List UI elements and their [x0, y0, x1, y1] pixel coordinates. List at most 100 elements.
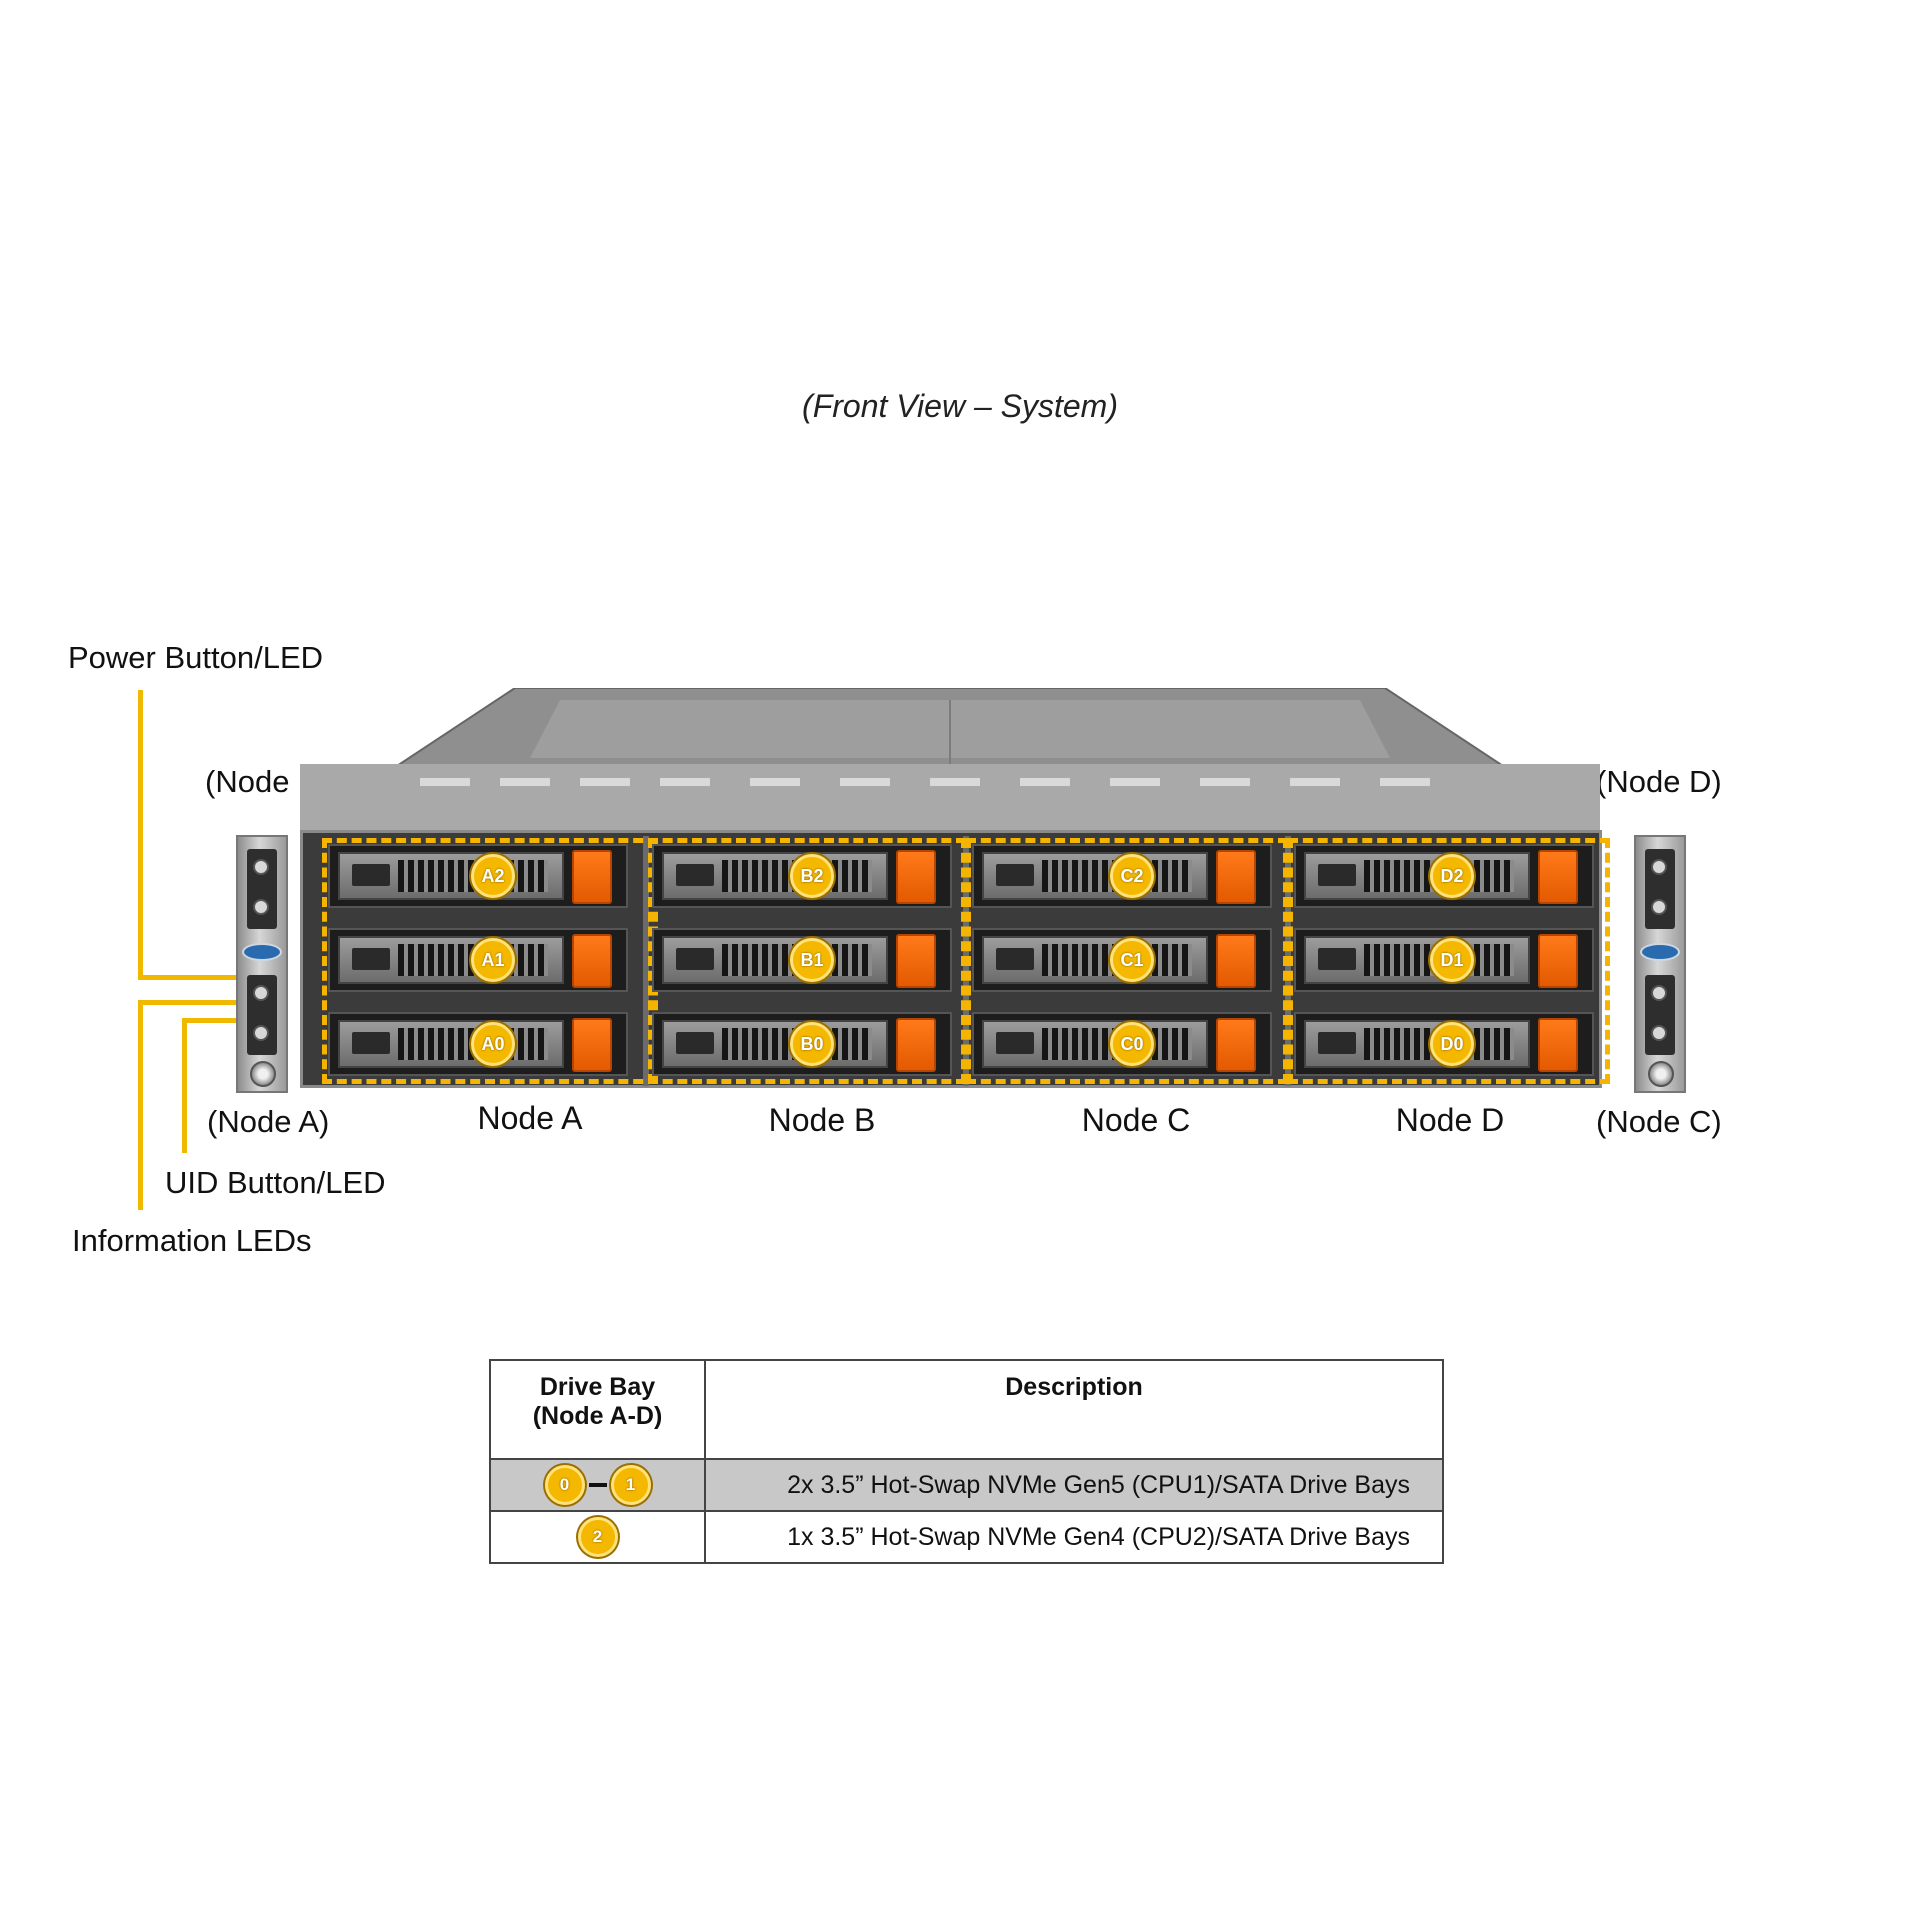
node-b-power-button-icon[interactable]	[253, 859, 269, 875]
drive-release-latch[interactable]	[1216, 850, 1256, 904]
power-callout-line-h	[138, 975, 258, 980]
legend-header-row: Drive Bay (Node A-D) Description	[489, 1359, 1444, 1460]
ear-label-node-a: (Node A)	[207, 1104, 330, 1139]
tray-handle	[1318, 948, 1356, 970]
drive-bay-c2[interactable]	[972, 844, 1272, 908]
drive-tray	[982, 936, 1208, 984]
drive-bay-c1[interactable]	[972, 928, 1272, 992]
drive-tray	[662, 1020, 888, 1068]
drive-release-latch[interactable]	[572, 1018, 612, 1072]
right-ear-top-panel	[1645, 849, 1675, 929]
header-bay-line2: (Node A-D)	[532, 1402, 663, 1430]
tray-handle	[352, 948, 390, 970]
header-bay-line1: Drive Bay	[539, 1373, 656, 1401]
drive-release-latch[interactable]	[1538, 1018, 1578, 1072]
info-callout-line	[138, 1000, 143, 1210]
bay-badge-b0: B0	[790, 1022, 834, 1066]
node-d-uid-button-icon[interactable]	[1651, 899, 1667, 915]
drive-release-latch[interactable]	[572, 934, 612, 988]
drive-release-latch[interactable]	[1216, 934, 1256, 988]
drive-bay-b0[interactable]	[652, 1012, 952, 1076]
tray-handle	[1318, 864, 1356, 886]
drive-release-latch[interactable]	[572, 850, 612, 904]
tray-handle	[1318, 1032, 1356, 1054]
bay-badge-a0: A0	[471, 1022, 515, 1066]
bay-badge-c0: C0	[1110, 1022, 1154, 1066]
tray-handle	[676, 948, 714, 970]
bay-badge-1: 1	[610, 1465, 651, 1505]
node-d-power-button-icon[interactable]	[1651, 859, 1667, 875]
legend-bay-cell: 2	[489, 1510, 706, 1564]
chassis-top-cover	[300, 688, 1600, 831]
drive-tray	[662, 852, 888, 900]
figure-caption: (Front View – System)	[802, 388, 1118, 424]
right-control-ear	[1634, 835, 1686, 1093]
power-button-callout: Power Button/LED	[68, 640, 324, 675]
node-c-bay-group	[966, 838, 1288, 1084]
drive-tray	[338, 1020, 564, 1068]
drive-bay-a0[interactable]	[328, 1012, 628, 1076]
node-b-uid-button-icon[interactable]	[253, 899, 269, 915]
drive-tray	[1304, 1020, 1530, 1068]
vendor-logo-icon	[1640, 943, 1680, 961]
information-leds-callout: Information LEDs	[72, 1223, 312, 1258]
tray-handle	[996, 1032, 1034, 1054]
bay-badge-d0: D0	[1430, 1022, 1474, 1066]
uid-callout-line-h	[182, 1018, 258, 1023]
node-a-power-button-icon[interactable]	[253, 985, 269, 1001]
legend-header-description: Description	[704, 1359, 1444, 1460]
drive-release-latch[interactable]	[896, 1018, 936, 1072]
legend-header-bay: Drive Bay (Node A-D)	[489, 1359, 706, 1460]
drive-tray	[338, 936, 564, 984]
bay-badge-0: 0	[544, 1465, 585, 1505]
power-callout-line	[138, 690, 143, 980]
drive-bay-a2[interactable]	[328, 844, 628, 908]
legend-row: 2 1x 3.5” Hot-Swap NVMe Gen4 (CPU2)/SATA…	[489, 1510, 1444, 1564]
thumbscrew-icon	[250, 1061, 276, 1087]
info-callout-line-h	[138, 1000, 258, 1005]
node-a-label: Node A	[477, 1100, 583, 1136]
left-ear-bottom-panel	[247, 975, 277, 1055]
tray-handle	[352, 1032, 390, 1054]
node-d-bay-group	[1288, 838, 1610, 1084]
bay-badge-c1: C1	[1110, 938, 1154, 982]
bay-badge-d2: D2	[1430, 854, 1474, 898]
node-d-label: Node D	[1395, 1102, 1505, 1138]
bay-badge-a1: A1	[471, 938, 515, 982]
thumbscrew-icon	[1648, 1061, 1674, 1087]
drive-tray	[338, 852, 564, 900]
uid-button-callout: UID Button/LED	[165, 1165, 386, 1200]
bay-badge-b1: B1	[790, 938, 834, 982]
left-control-ear	[236, 835, 288, 1093]
node-c-power-button-icon[interactable]	[1651, 985, 1667, 1001]
bay-badge-c2: C2	[1110, 854, 1154, 898]
drive-release-latch[interactable]	[1538, 934, 1578, 988]
tray-handle	[996, 864, 1034, 886]
ear-label-node-c: (Node C)	[1596, 1104, 1722, 1139]
right-ear-bottom-panel	[1645, 975, 1675, 1055]
uid-callout-line	[182, 1018, 187, 1153]
tray-handle	[352, 864, 390, 886]
range-dash	[588, 1483, 607, 1487]
node-a-uid-button-icon[interactable]	[253, 1025, 269, 1041]
drive-release-latch[interactable]	[1216, 1018, 1256, 1072]
drive-release-latch[interactable]	[896, 934, 936, 988]
drive-tray	[982, 1020, 1208, 1068]
left-ear-top-panel	[247, 849, 277, 929]
drive-tray	[1304, 852, 1530, 900]
bay-badge-b2: B2	[790, 854, 834, 898]
node-c-uid-button-icon[interactable]	[1651, 1025, 1667, 1041]
node-separator	[643, 836, 649, 1086]
node-b-bay-group	[648, 838, 966, 1084]
ear-label-node-d: (Node D)	[1596, 764, 1722, 799]
drive-release-latch[interactable]	[1538, 850, 1578, 904]
vendor-logo-icon	[242, 943, 282, 961]
drive-tray	[1304, 936, 1530, 984]
drive-release-latch[interactable]	[896, 850, 936, 904]
drive-tray	[982, 852, 1208, 900]
tray-handle	[996, 948, 1034, 970]
bay-badge-a2: A2	[471, 854, 515, 898]
